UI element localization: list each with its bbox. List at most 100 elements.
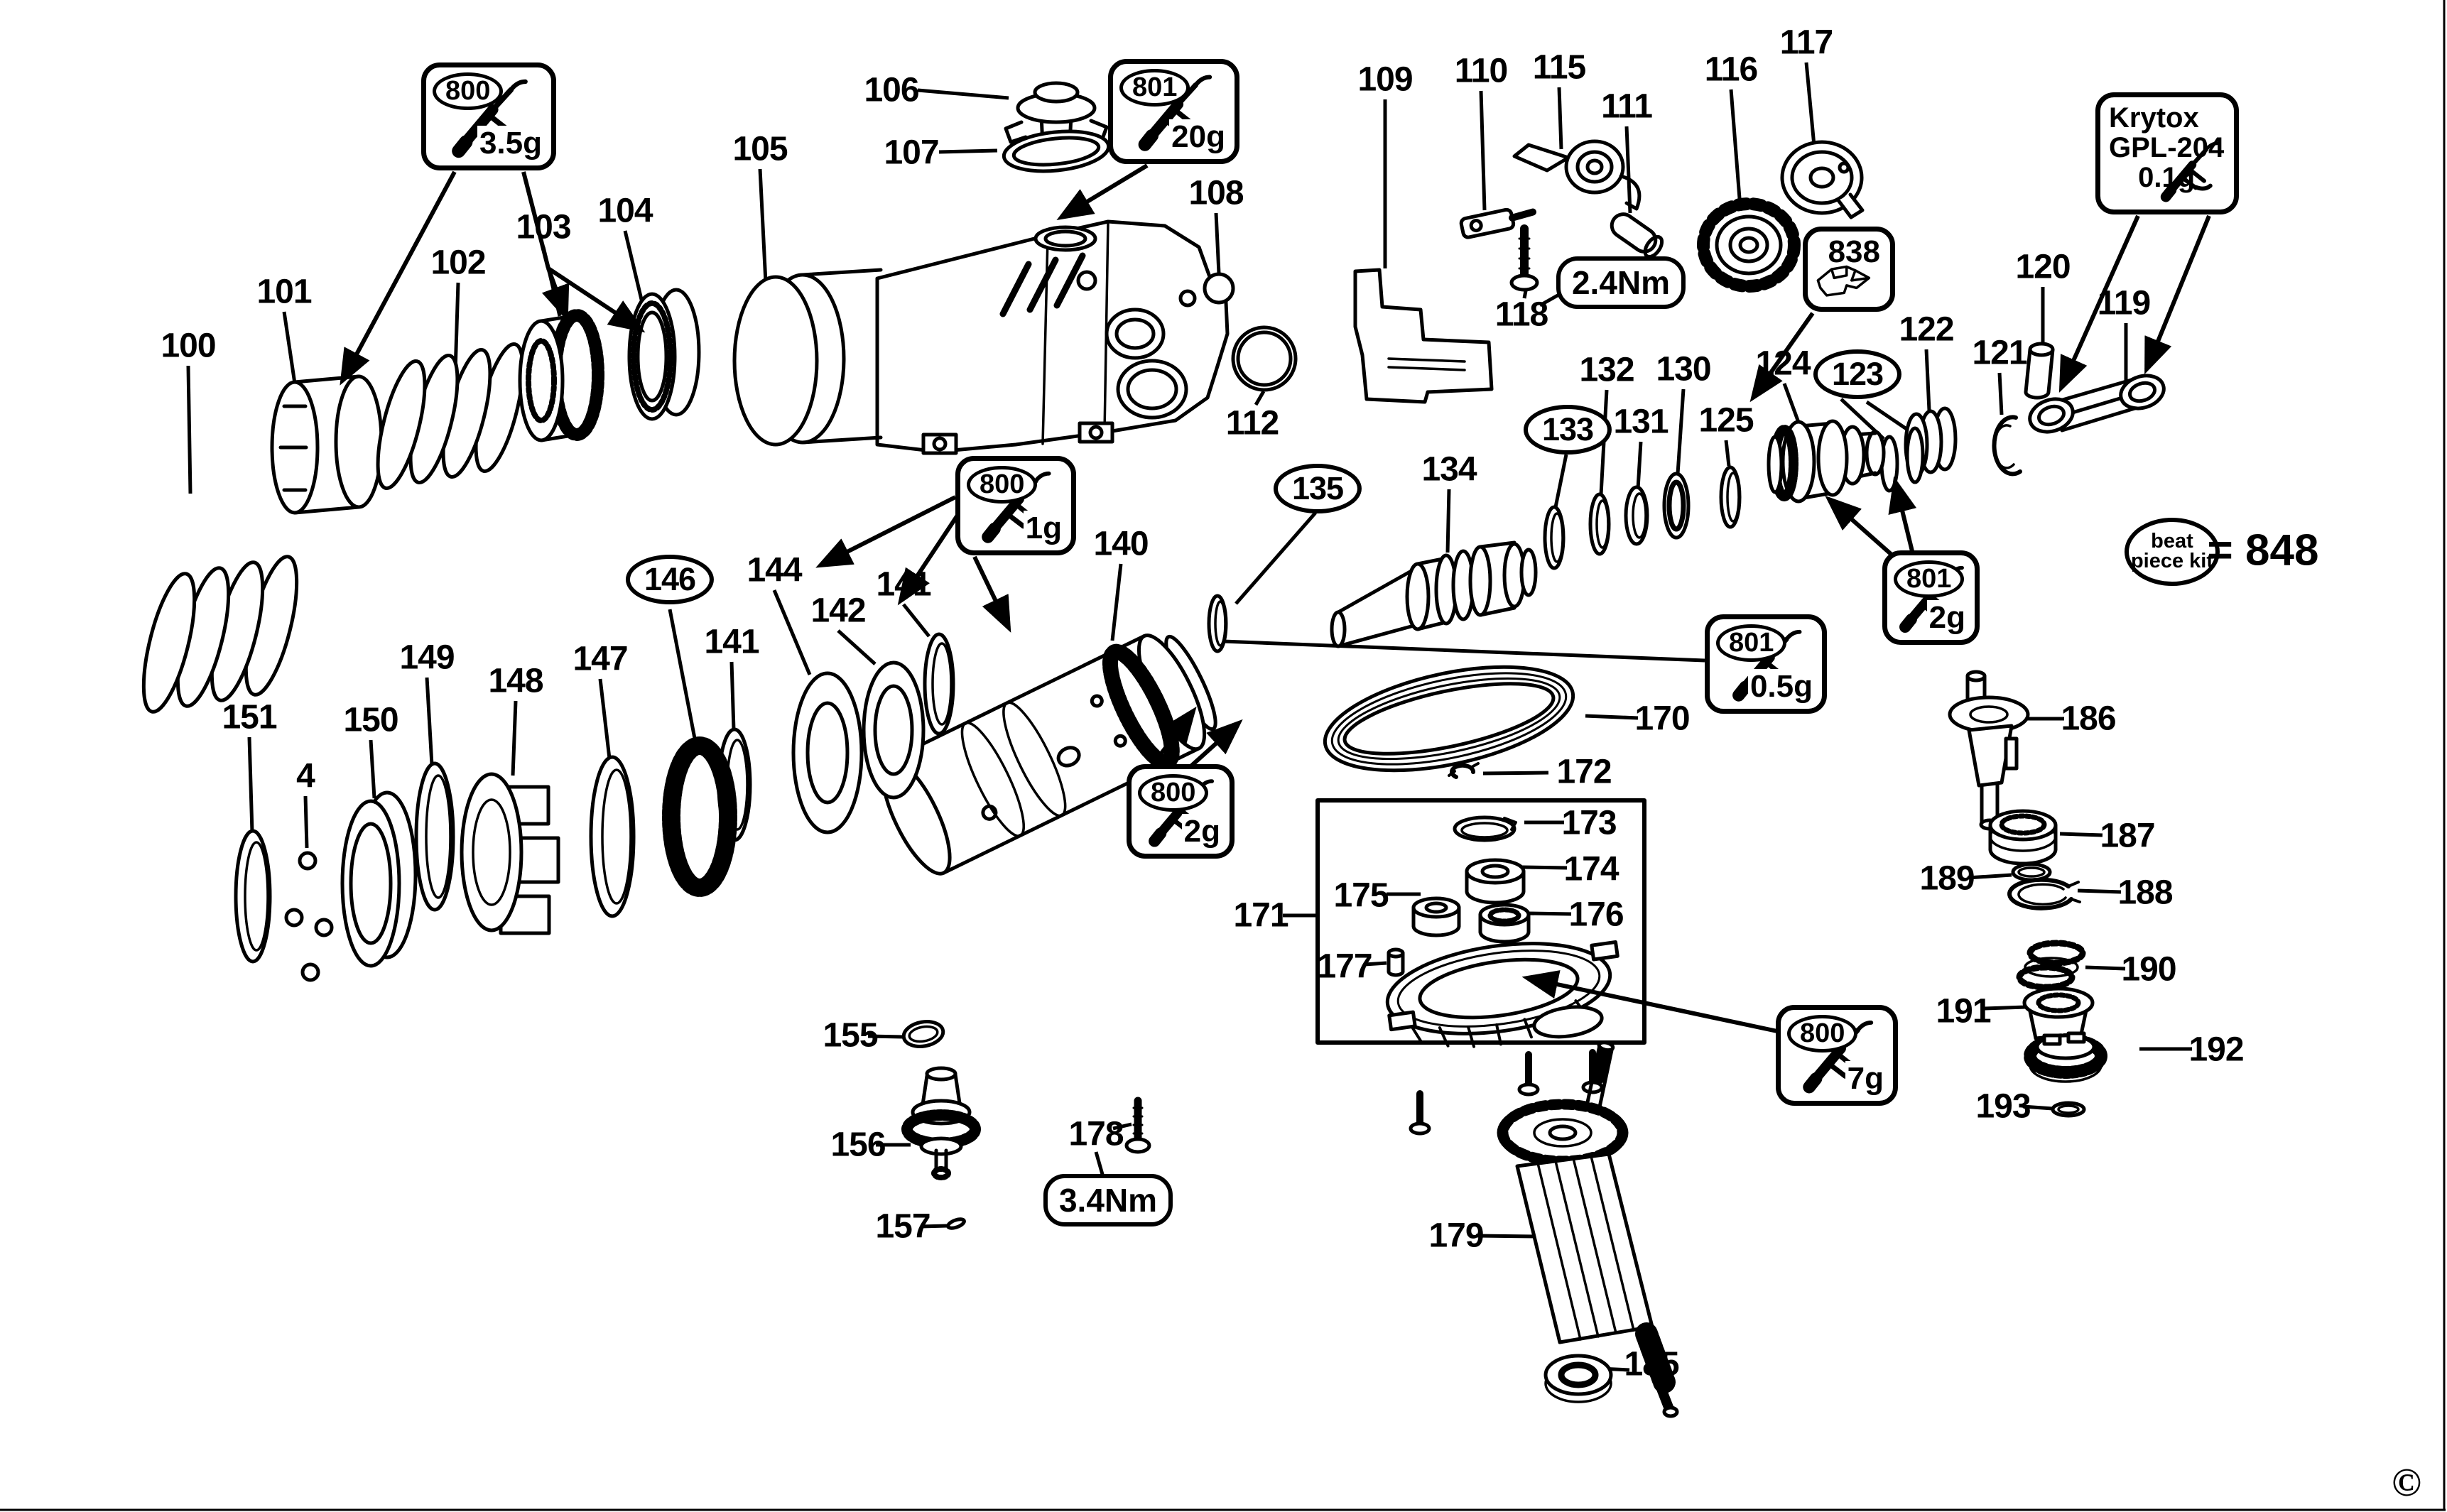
part-130-ring <box>1662 472 1691 540</box>
part-141-washer-right <box>923 632 955 736</box>
part-label-176: 176 <box>1568 896 1624 934</box>
part-121-c-clip <box>1992 415 2022 477</box>
part-132-washer <box>1588 492 1611 556</box>
part-label-186: 186 <box>2061 700 2116 738</box>
part-label-155: 155 <box>823 1016 878 1055</box>
part-label-174: 174 <box>1563 850 1619 888</box>
part-label-110: 110 <box>1454 52 1508 90</box>
part-label-144: 144 <box>747 551 802 589</box>
grease-amount: 20g <box>1169 119 1227 155</box>
part-label-187: 187 <box>2100 817 2155 855</box>
grease-amount: 1g <box>1023 511 1064 546</box>
part-label-175: 175 <box>1333 876 1389 915</box>
part-label-173: 173 <box>1561 804 1617 842</box>
part-149-ring <box>414 761 455 912</box>
leader-lines <box>186 62 2192 1372</box>
part-label-141: 141 <box>704 623 759 661</box>
grease-amount: 7g <box>1845 1061 1886 1097</box>
part-label-118: 118 <box>1494 295 1548 334</box>
part-label-100: 100 <box>161 327 216 365</box>
part-157-pin <box>946 1217 966 1230</box>
grease-number-badge: 801 <box>1716 624 1787 662</box>
part-label-156: 156 <box>830 1126 886 1164</box>
part-label-106: 106 <box>864 71 919 109</box>
part-label-115: 115 <box>1532 48 1586 87</box>
part-135-crescent <box>1207 594 1228 653</box>
callout-kit-838: 838 <box>1803 227 1895 312</box>
part-118-screw <box>1509 224 1539 292</box>
part-label-157: 157 <box>875 1207 930 1246</box>
part-4-balls <box>284 851 334 982</box>
part-label-119: 119 <box>2097 284 2151 322</box>
part-175-race <box>1411 896 1461 937</box>
part-label-141: 141 <box>876 565 931 604</box>
part-label-151: 151 <box>222 698 277 736</box>
part-label-185: 185 <box>1624 1345 1679 1383</box>
part-119-connecting-rod <box>2028 374 2166 434</box>
part-179-armature <box>1497 1040 1679 1418</box>
grease-number-badge: 800 <box>1787 1015 1858 1053</box>
part-155-o-ring <box>901 1020 945 1048</box>
grease-number-badge: 801 <box>1119 69 1190 107</box>
part-115-lever <box>1512 139 1642 211</box>
part-150-seal <box>340 790 418 968</box>
part-188-snap-ring <box>2007 877 2081 910</box>
part-171-gear-housing <box>1385 940 1619 1048</box>
part-156-bevel-gear <box>901 1066 981 1180</box>
part-label-190: 190 <box>2121 950 2176 989</box>
part-label-149: 149 <box>399 638 455 677</box>
part-124-striker <box>1767 419 1886 504</box>
part-109-bracket-slot <box>1387 357 1466 371</box>
part-label-148: 148 <box>488 662 543 700</box>
part-label-179: 179 <box>1428 1217 1484 1255</box>
part-144-bearing <box>791 671 864 834</box>
part-label-109: 109 <box>1357 60 1413 99</box>
part-110-latch <box>1459 207 1536 239</box>
copyright-mark: © <box>2392 1461 2421 1505</box>
part-label-172: 172 <box>1556 753 1612 791</box>
part-label-135: 135 <box>1273 464 1362 513</box>
part-146-knurled-ring <box>662 736 737 897</box>
part-177-pin <box>1387 947 1405 977</box>
part-label-133: 133 <box>1523 405 1612 455</box>
part-172-clip <box>1448 762 1480 779</box>
kit-838-number: 838 <box>1828 234 1880 269</box>
torque-badge-2.4Nm: 2.4Nm <box>1556 256 1686 309</box>
part-101-sleeve <box>270 374 384 515</box>
part-148-clutch-plate <box>460 772 560 935</box>
part-112-o-ring <box>1231 325 1298 392</box>
part-131-washer <box>1624 485 1649 546</box>
part-117-disc <box>1780 140 1865 219</box>
part-label-102: 102 <box>430 244 486 282</box>
part-label-150: 150 <box>343 701 398 739</box>
part-label-131: 131 <box>1613 403 1669 441</box>
part-105-housing <box>732 219 1230 455</box>
part-170-belt <box>1323 665 1575 773</box>
part-label-4: 4 <box>296 757 315 795</box>
part-107-o-ring <box>1002 129 1111 173</box>
part-192-gear <box>2024 1031 2107 1083</box>
part-190-spring-washers <box>2016 940 2086 991</box>
grease-number-badge: 800 <box>1138 774 1209 812</box>
part-label-103: 103 <box>516 208 571 246</box>
grease-number-badge: 801 <box>1894 560 1965 598</box>
part-label-177: 177 <box>1317 947 1372 986</box>
grease-number-badge: 800 <box>967 466 1038 504</box>
part-111-pin <box>1610 212 1664 259</box>
part-171-kit-box <box>1315 798 1646 1045</box>
part-label-142: 142 <box>810 592 866 630</box>
beat-piece-kit-equals: = 848 <box>2207 526 2319 575</box>
part-147-ring <box>589 755 636 918</box>
part-185-bearing <box>1543 1354 1613 1403</box>
part-label-191: 191 <box>1936 992 1991 1030</box>
part-174-race <box>1465 858 1526 905</box>
part-label-125: 125 <box>1698 401 1754 440</box>
